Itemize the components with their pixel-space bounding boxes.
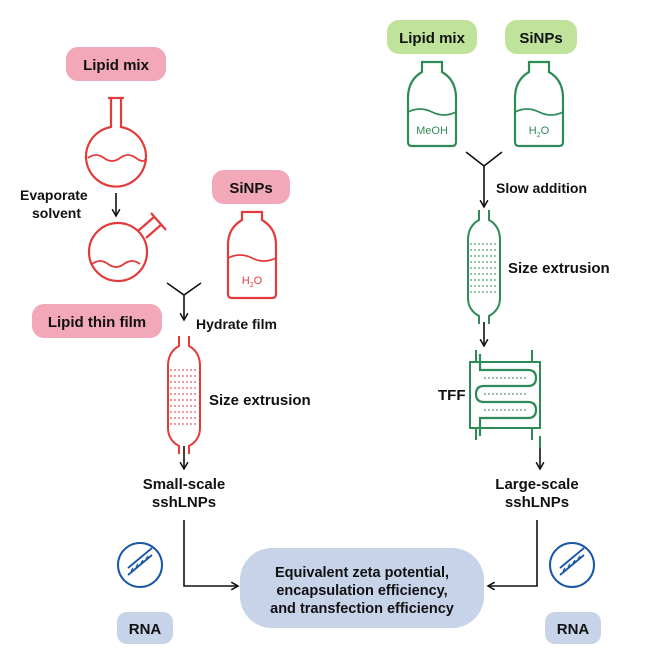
left-dna-icon xyxy=(117,542,163,588)
right-rna-badge: RNA xyxy=(545,612,601,644)
tff-label: TFF xyxy=(438,387,466,404)
svg-text:MeOH: MeOH xyxy=(416,125,448,137)
svg-text:H2O: H2O xyxy=(529,125,550,139)
left-extrusion-label: Size extrusion xyxy=(209,392,311,409)
right-branch: Lipid mix SiNPs MeOH H2O Slow addition xyxy=(387,20,610,644)
hydrate-label: Hydrate film xyxy=(196,316,277,332)
left-lipid-mix-badge: Lipid mix xyxy=(66,47,166,81)
right-dna-icon xyxy=(549,542,595,588)
svg-text:sshLNPs: sshLNPs xyxy=(152,494,216,511)
svg-text:solvent: solvent xyxy=(32,205,81,221)
svg-text:Lipid mix: Lipid mix xyxy=(399,30,465,47)
large-scale-label: Large-scale sshLNPs xyxy=(495,476,578,511)
svg-text:RNA: RNA xyxy=(557,621,590,638)
svg-text:Lipid mix: Lipid mix xyxy=(83,57,149,74)
svg-text:SiNPs: SiNPs xyxy=(229,180,272,197)
right-extrusion-label: Size extrusion xyxy=(508,260,610,277)
svg-text:and transfection efficiency: and transfection efficiency xyxy=(270,601,454,617)
left-branch: Lipid mix Evaporate solvent SiNPs H xyxy=(20,47,311,644)
h2o-bottle-icon: H2O xyxy=(226,210,278,300)
round-flask-icon xyxy=(84,96,148,188)
svg-text:Lipid thin film: Lipid thin film xyxy=(48,314,146,331)
left-sinps-badge: SiNPs xyxy=(212,170,290,204)
right-extruder-icon xyxy=(467,210,501,324)
meoh-bottle-icon: MeOH xyxy=(406,60,458,148)
addition-label: Slow addition xyxy=(496,180,587,196)
thin-film-badge: Lipid thin film xyxy=(32,304,162,338)
svg-text:SiNPs: SiNPs xyxy=(519,30,562,47)
outcome-box: Equivalent zeta potential, encapsulation… xyxy=(240,548,484,628)
svg-text:Equivalent zeta potential,: Equivalent zeta potential, xyxy=(275,565,449,581)
tilted-flask-icon xyxy=(87,212,167,283)
left-rna-badge: RNA xyxy=(117,612,173,644)
svg-text:H2O: H2O xyxy=(242,275,263,289)
svg-text:Large-scale: Large-scale xyxy=(495,476,578,493)
small-scale-label: Small-scale sshLNPs xyxy=(143,476,226,511)
tff-device-icon xyxy=(469,350,541,448)
svg-text:RNA: RNA xyxy=(129,621,162,638)
evaporate-label: Evaporate solvent xyxy=(20,187,88,221)
right-h2o-bottle-icon: H2O xyxy=(513,60,565,148)
left-extruder-icon xyxy=(167,336,201,454)
svg-text:Evaporate: Evaporate xyxy=(20,187,88,203)
right-sinps-badge: SiNPs xyxy=(505,20,577,54)
right-lipid-mix-badge: Lipid mix xyxy=(387,20,477,54)
svg-text:sshLNPs: sshLNPs xyxy=(505,494,569,511)
svg-text:encapsulation efficiency,: encapsulation efficiency, xyxy=(276,583,447,599)
svg-text:Small-scale: Small-scale xyxy=(143,476,226,493)
